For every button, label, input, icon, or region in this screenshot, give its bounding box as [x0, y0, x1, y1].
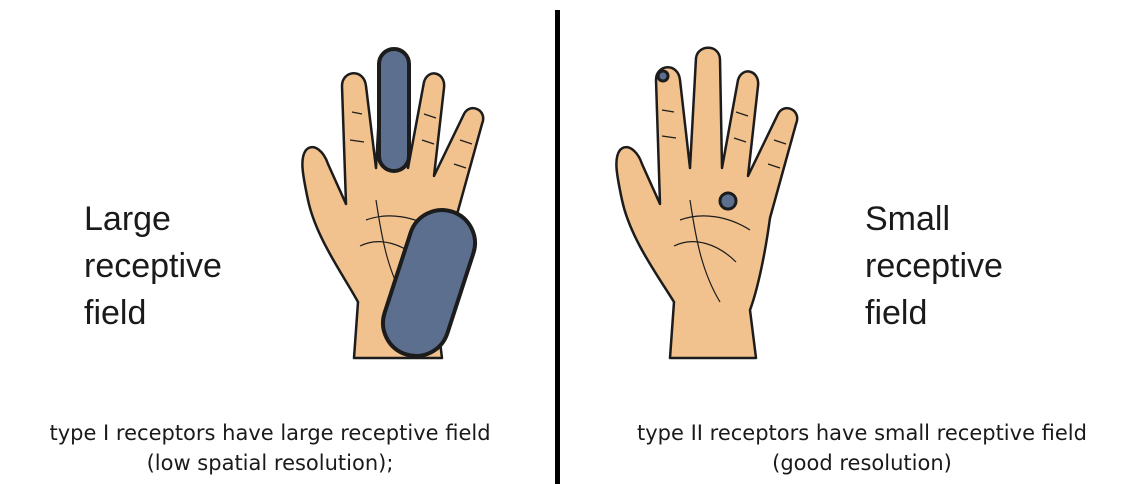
fingertip-receptive-field	[658, 71, 668, 81]
caption-line: (low spatial resolution);	[0, 448, 540, 478]
label-line: field	[865, 290, 1003, 337]
hand-outline	[616, 48, 797, 358]
label-line: receptive	[84, 243, 222, 290]
caption-line: type I receptors have large receptive fi…	[0, 418, 540, 448]
label-line: Large	[84, 196, 222, 243]
label-line: field	[84, 290, 222, 337]
hand-small-field-illustration	[610, 40, 820, 360]
large-receptive-field-label: Large receptive field	[84, 196, 222, 337]
label-line: receptive	[865, 243, 1003, 290]
hand-large-field-illustration	[296, 40, 506, 360]
left-panel: Large receptive field type I receptors h…	[0, 0, 556, 484]
caption-line: type II receptors have small receptive f…	[592, 418, 1132, 448]
type-two-caption: type II receptors have small receptive f…	[592, 418, 1132, 478]
finger-receptive-field	[379, 49, 409, 171]
small-receptive-field-label: Small receptive field	[865, 196, 1003, 337]
caption-line: (good resolution)	[592, 448, 1132, 478]
type-one-caption: type I receptors have large receptive fi…	[0, 418, 540, 478]
label-line: Small	[865, 196, 1003, 243]
right-panel: Small receptive field type II receptors …	[562, 0, 1133, 484]
panel-divider	[555, 10, 560, 484]
palm-small-receptive-field	[720, 193, 736, 209]
